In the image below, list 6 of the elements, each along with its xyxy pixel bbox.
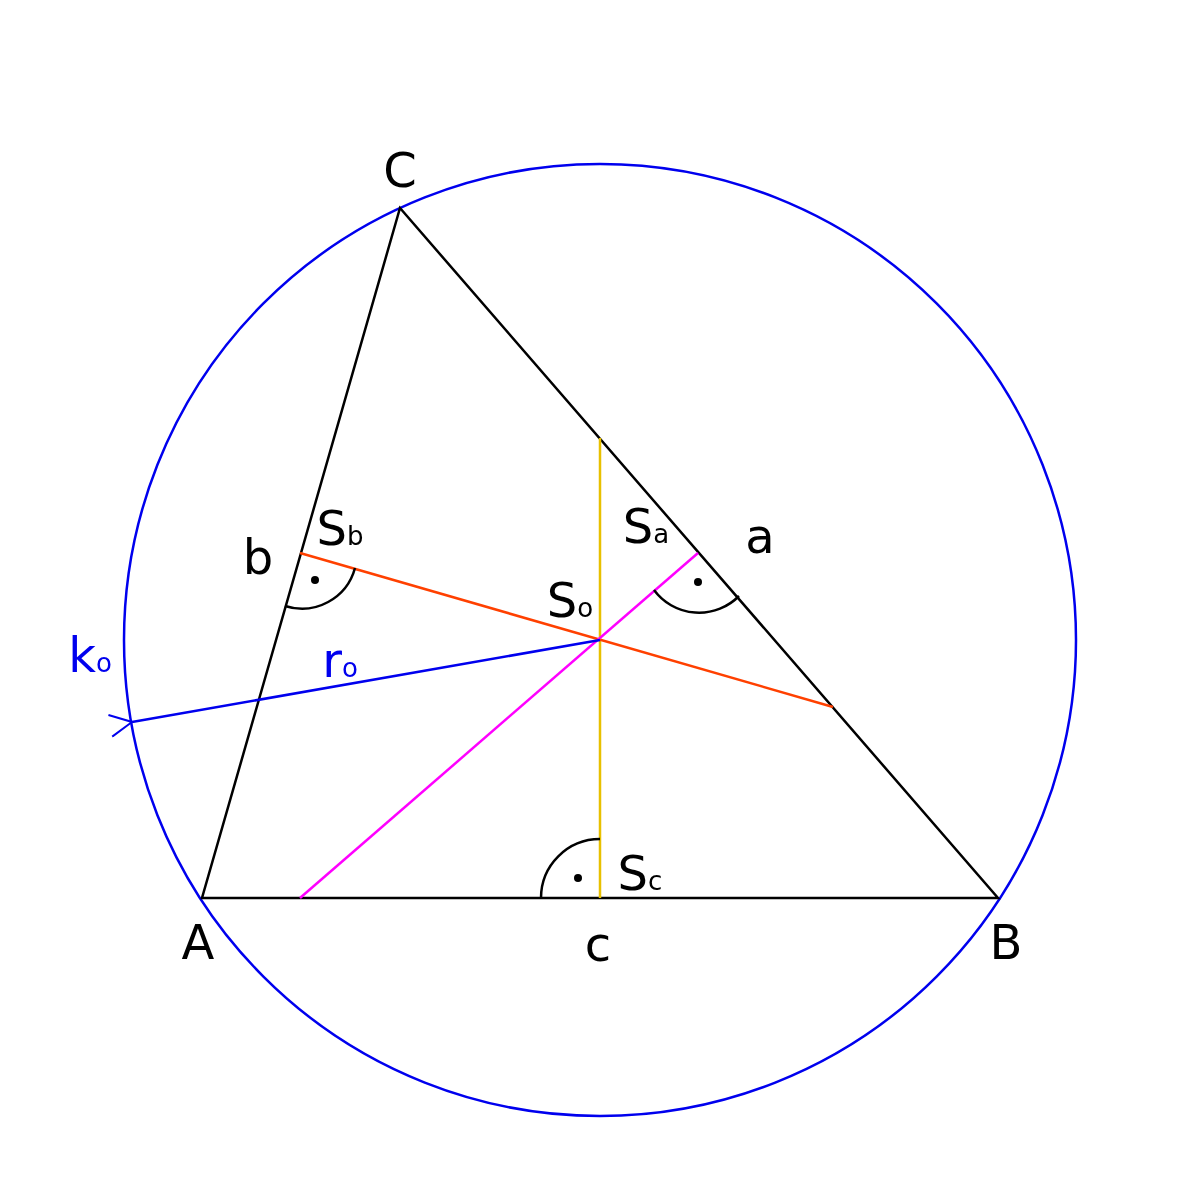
vertex-label: C xyxy=(383,146,417,194)
vertex-label: A xyxy=(181,918,215,966)
vertex-label: B xyxy=(989,918,1023,966)
side-label: a xyxy=(745,512,775,560)
side-label: c xyxy=(584,920,612,968)
side-label: b xyxy=(242,533,274,581)
